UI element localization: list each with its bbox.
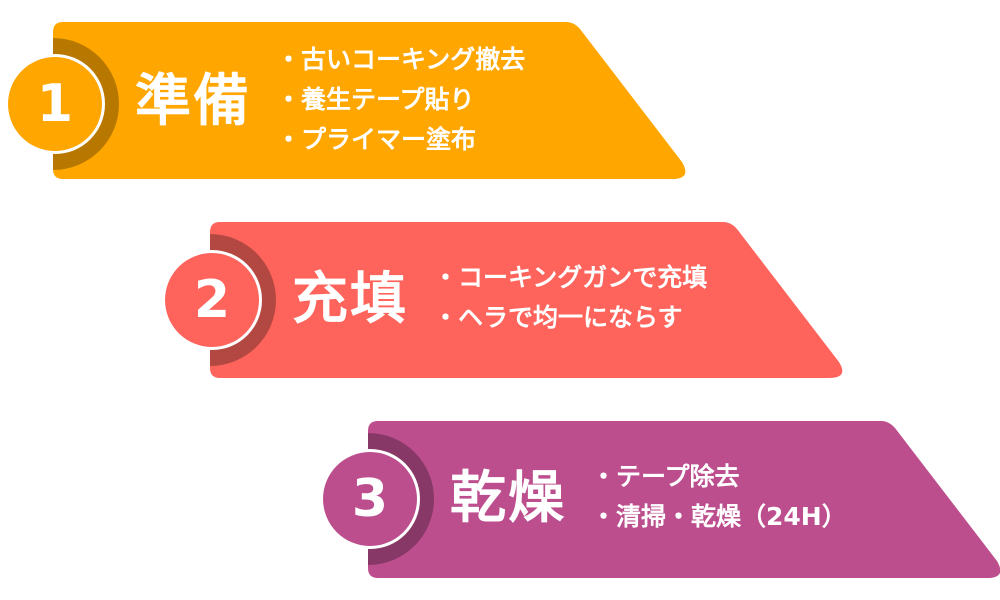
step-2-shape bbox=[162, 222, 843, 378]
step-1-bullet: ・古いコーキング撤去 bbox=[276, 45, 526, 74]
step-3-shape bbox=[320, 421, 1000, 578]
step-1-title: 準備 bbox=[135, 69, 251, 134]
step-3-bullets: ・テープ除去 ・清掃・乾燥（24H） bbox=[591, 457, 847, 537]
step-3-number-badge bbox=[323, 452, 417, 546]
step-2-card: 2 充填 ・コーキングガンで充填 ・ヘラで均一にならす bbox=[157, 222, 847, 382]
step-2-number: 2 bbox=[193, 270, 231, 330]
step-3-number: 3 bbox=[351, 469, 389, 529]
step-3-bullet: ・テープ除去 bbox=[591, 462, 740, 491]
step-1-number: 1 bbox=[36, 74, 74, 134]
step-2-bullet: ・ヘラで均一にならす bbox=[433, 303, 683, 332]
step-3-bullet: ・清掃・乾燥（24H） bbox=[591, 502, 847, 531]
step-1-card: 1 準備 ・古いコーキング撤去 ・養生テープ貼り ・プライマー塗布 bbox=[0, 22, 690, 182]
step-1-bullet: ・養生テープ貼り bbox=[276, 85, 475, 114]
step-2-title: 充填 bbox=[292, 267, 408, 332]
step-1-bullets: ・古いコーキング撤去 ・養生テープ貼り ・プライマー塗布 bbox=[276, 40, 525, 160]
step-2-bullets: ・コーキングガンで充填 ・ヘラで均一にならす bbox=[433, 258, 707, 338]
step-2-bullet: ・コーキングガンで充填 bbox=[433, 263, 708, 292]
step-3-title: 乾燥 bbox=[450, 466, 566, 531]
step-3-card: 3 乾燥 ・テープ除去 ・清掃・乾燥（24H） bbox=[315, 421, 1000, 581]
step-2-number-badge bbox=[165, 253, 259, 347]
step-1-bullet: ・プライマー塗布 bbox=[276, 125, 477, 154]
step-1-number-badge bbox=[8, 57, 102, 151]
step-1-shape bbox=[5, 22, 686, 179]
